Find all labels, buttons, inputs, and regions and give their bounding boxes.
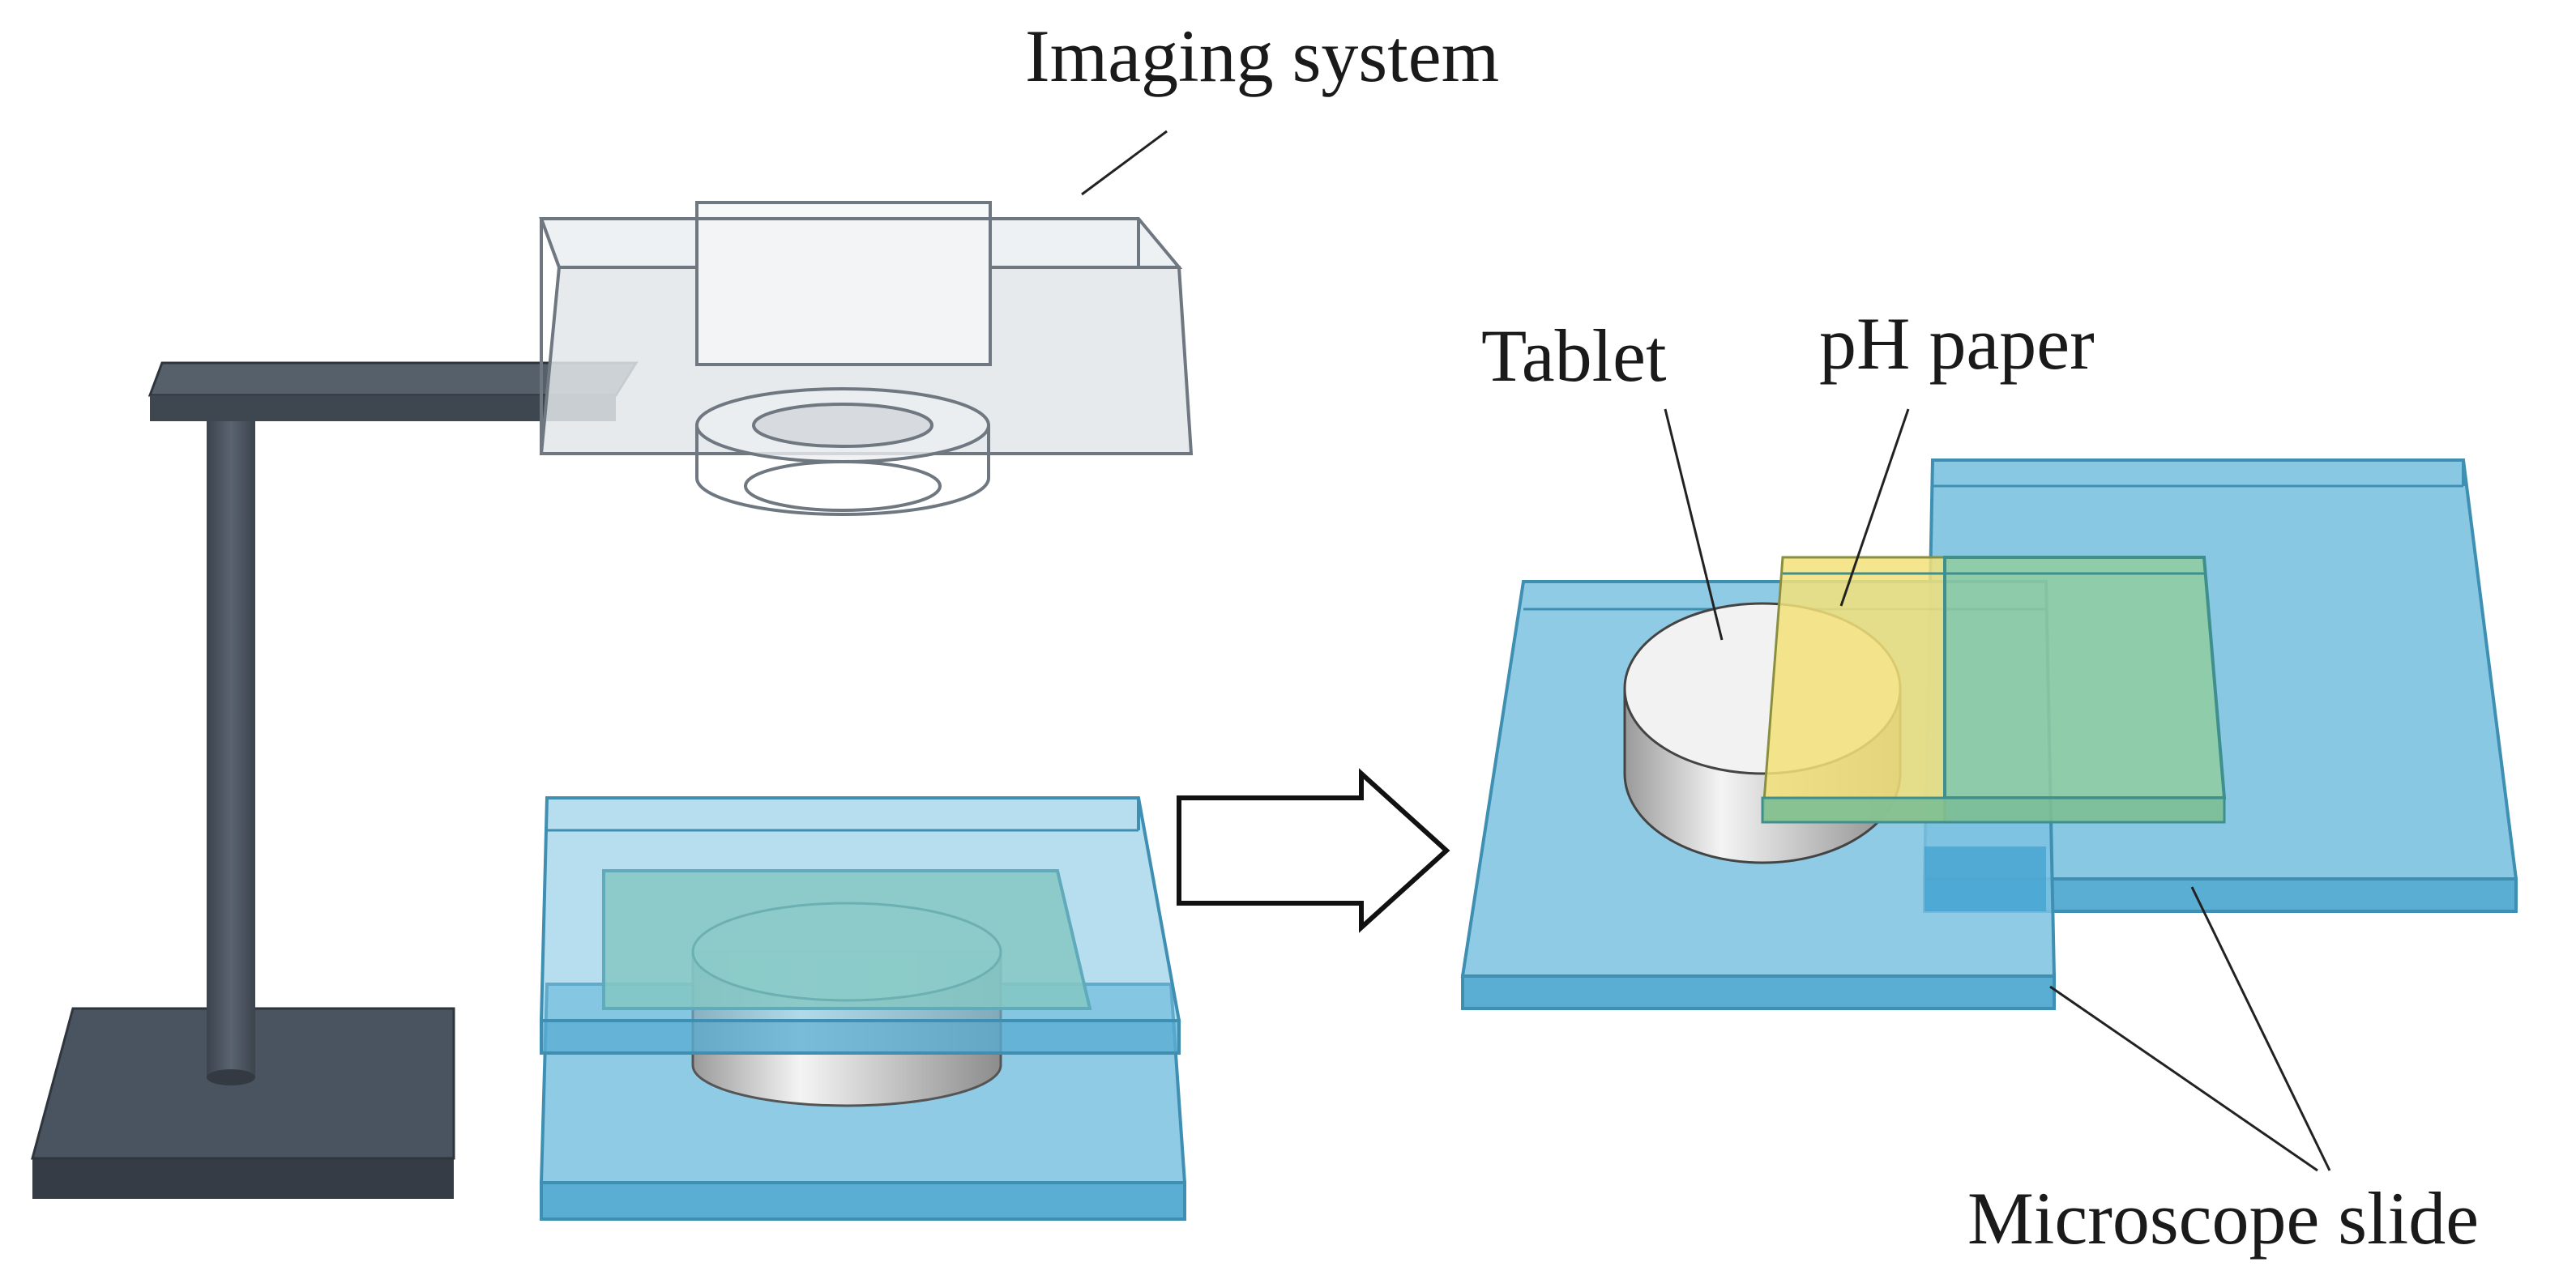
camera-lens-outer-side <box>695 425 990 516</box>
imaging-system <box>539 201 1194 516</box>
label-tablet: Tablet <box>1481 314 1667 397</box>
stand-arm-front <box>150 395 616 421</box>
process-arrow <box>1177 768 1450 933</box>
right-slide-stack <box>1460 458 2518 1010</box>
camera-lens-inner <box>752 403 933 448</box>
leader-line-slide-1 <box>2049 985 2318 1172</box>
right-ph-paper-green <box>1943 556 2227 800</box>
camera-top-hump-top <box>695 201 992 220</box>
camera-lens-lower <box>744 460 942 512</box>
leader-line-ph-paper <box>1839 408 1910 607</box>
slide-overlap-band <box>1925 846 2046 911</box>
label-ph-paper: pH paper <box>1819 302 2095 385</box>
leader-line-tablet <box>1664 408 1724 641</box>
label-microscope-slide: Microscope slide <box>1967 1177 2479 1260</box>
leader-lines <box>1081 130 2331 1172</box>
right-ph-paper-yellow <box>1761 556 1946 824</box>
right-ph-paper-front <box>1761 796 2226 824</box>
stand-pole <box>207 417 255 1077</box>
leader-line-imaging-system <box>1081 130 1168 196</box>
leader-line-slide-2 <box>2190 886 2331 1171</box>
right-front-slide-front <box>1461 974 2056 1010</box>
stand-base-side <box>32 1158 454 1199</box>
top-slide-front <box>540 1019 1181 1055</box>
left-slide-stack <box>539 796 1187 1221</box>
camera-top-hump-front <box>695 217 992 366</box>
bottom-slide-front <box>540 1181 1186 1221</box>
label-imaging-system: Imaging system <box>1025 15 1499 97</box>
stand-pole-foot <box>207 1069 255 1085</box>
